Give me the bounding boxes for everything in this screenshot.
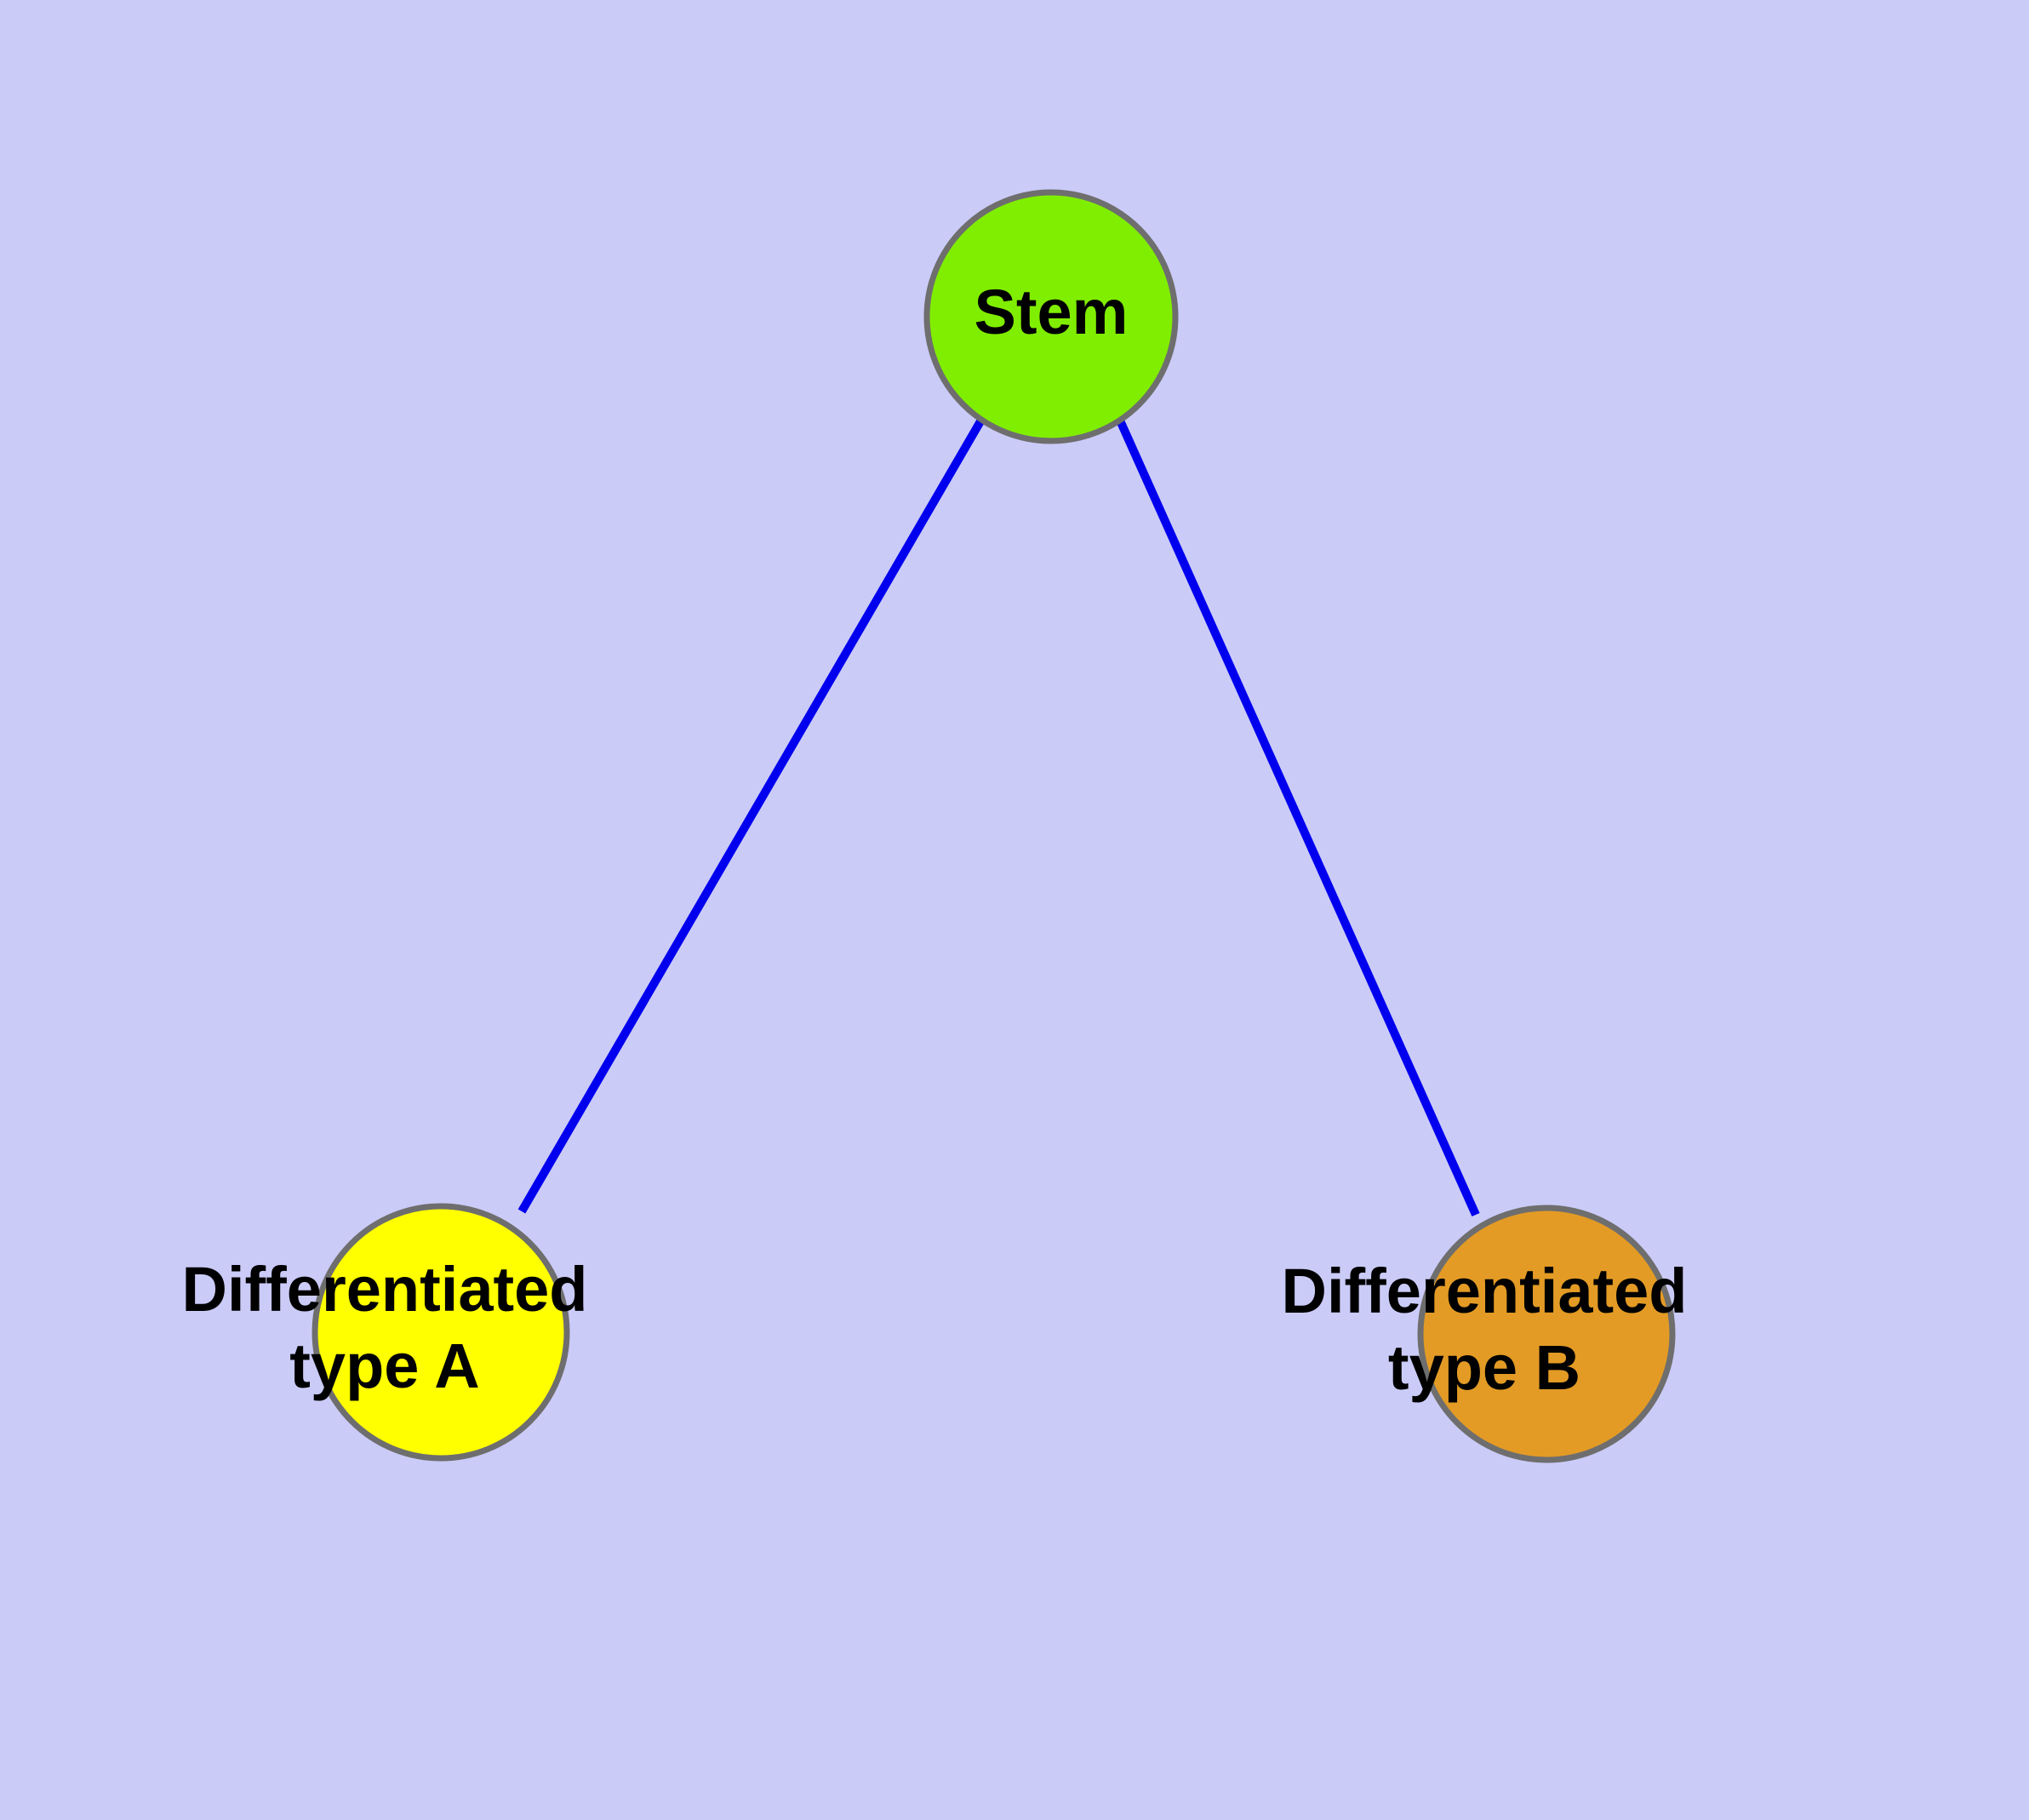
node-diff-type-b-circle[interactable] — [1417, 1205, 1676, 1463]
node-stem-circle[interactable] — [923, 189, 1179, 444]
node-diff-type-a-circle[interactable] — [311, 1203, 570, 1462]
node-stem[interactable] — [923, 189, 1179, 444]
node-diff-type-b[interactable] — [1417, 1205, 1676, 1463]
edge-stem-to-type-b[interactable] — [1116, 418, 1480, 1217]
edge-layer — [517, 418, 1480, 1217]
node-diff-type-a[interactable] — [311, 1203, 570, 1462]
node-layer — [311, 189, 1676, 1463]
node-stem-label: Stem — [974, 277, 1129, 347]
edge-stem-to-type-a[interactable] — [517, 419, 985, 1214]
